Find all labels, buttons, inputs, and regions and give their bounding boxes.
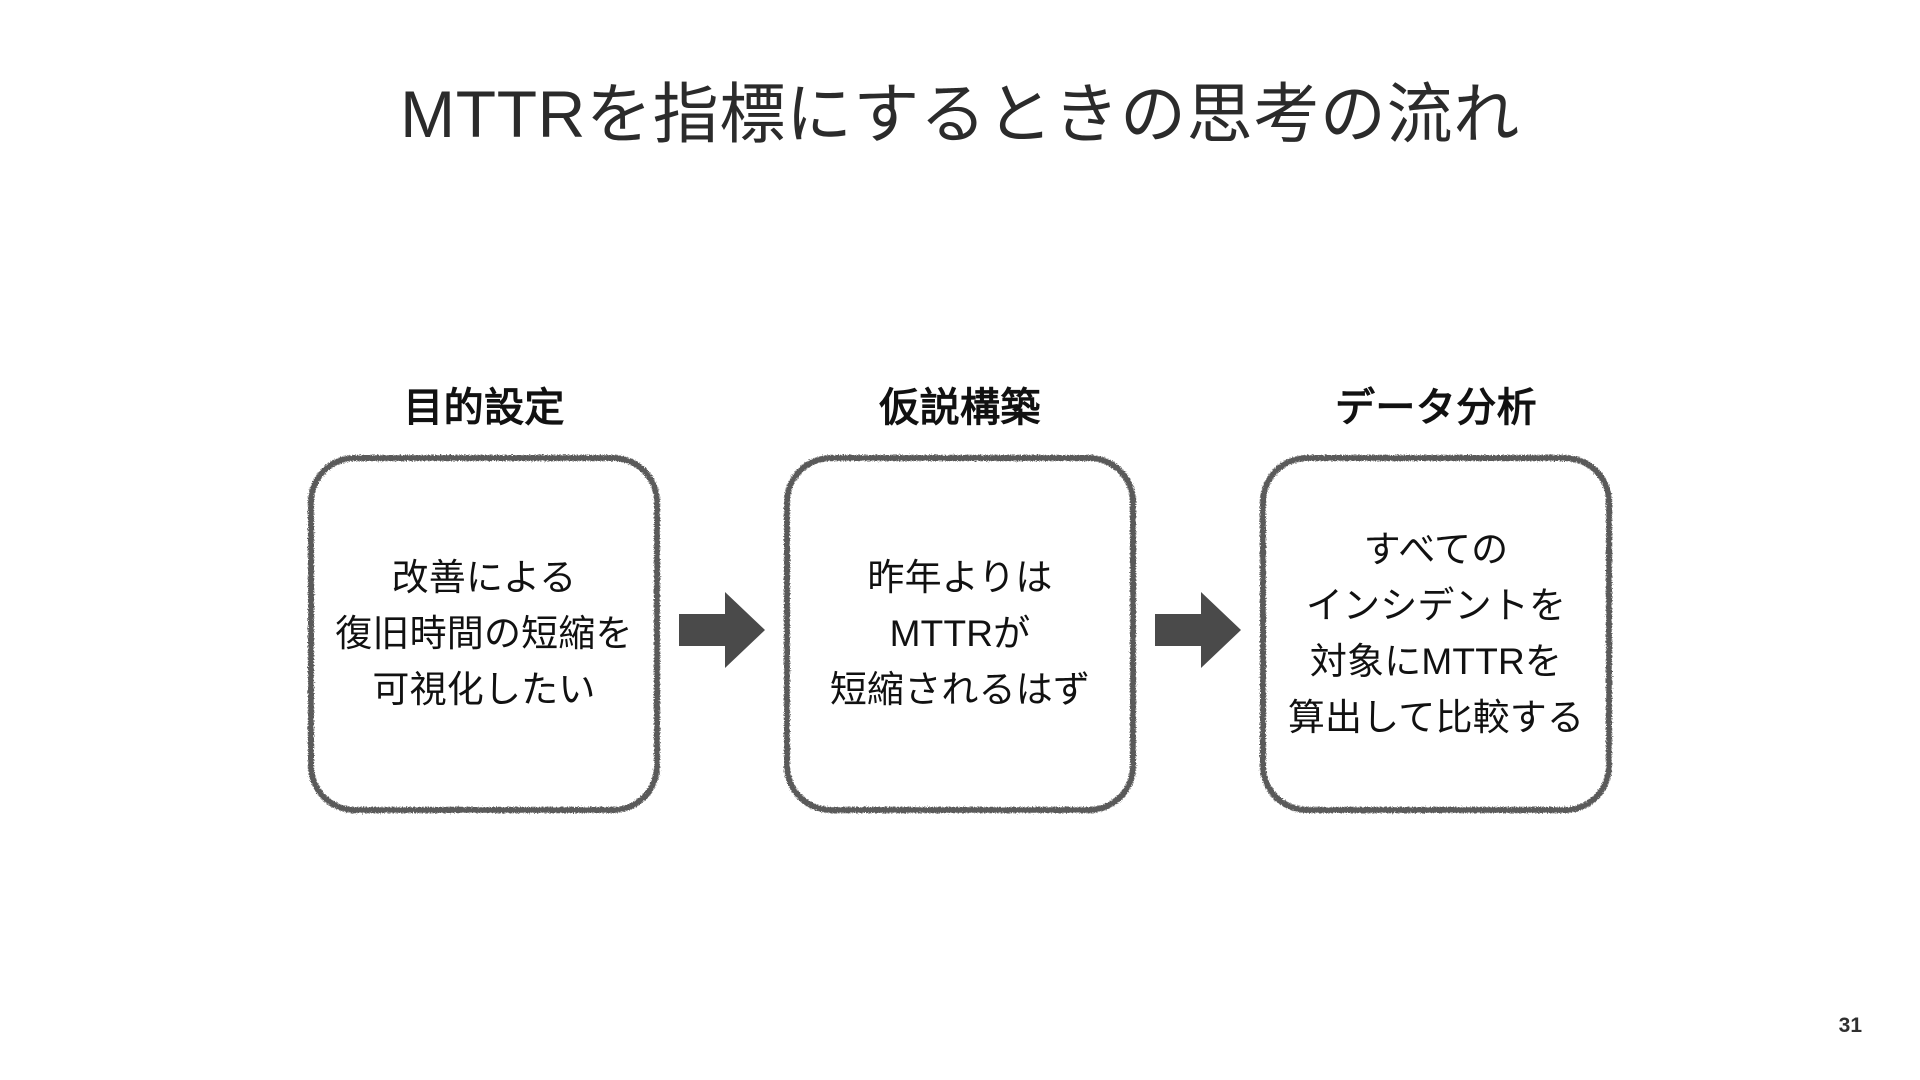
flow-stage-1: 目的設定 改善による 復旧時間の短縮を 可視化したい xyxy=(305,386,663,816)
flow-stage-2-heading: 仮説構築 xyxy=(879,386,1041,430)
right-arrow-icon xyxy=(679,592,765,668)
flow-stage-1-body: 改善による 復旧時間の短縮を 可視化したい xyxy=(335,556,633,711)
flow-stage-1-heading: 目的設定 xyxy=(403,386,565,430)
flow-stage-3-box: すべての インシデントを 対象にMTTRを 算出して比較する xyxy=(1257,452,1615,816)
flow-stage-3-heading: データ分析 xyxy=(1335,386,1537,430)
flow-stage-2: 仮説構築 昨年よりは MTTRが 短縮されるはず xyxy=(781,386,1139,816)
page-title: MTTRを指標にするときの思考の流れ xyxy=(400,77,1520,151)
flow-stage-3: データ分析 すべての インシデントを 対象にMTTRを 算出して比較する xyxy=(1257,386,1615,816)
page-number: 31 xyxy=(1838,1014,1862,1037)
flow-diagram: 目的設定 改善による 復旧時間の短縮を 可視化したい xyxy=(0,386,1920,856)
flow-arrow-2 xyxy=(1139,448,1257,812)
flow-arrow-1 xyxy=(663,448,781,812)
flow-stage-1-box: 改善による 復旧時間の短縮を 可視化したい xyxy=(305,452,663,816)
right-arrow-icon xyxy=(1155,592,1241,668)
flow-stage-2-body: 昨年よりは MTTRが 短縮されるはず xyxy=(829,556,1091,711)
flow-stage-3-body: すべての インシデントを 対象にMTTRを 算出して比較する xyxy=(1287,528,1585,739)
flow-stage-2-box: 昨年よりは MTTRが 短縮されるはず xyxy=(781,452,1139,816)
